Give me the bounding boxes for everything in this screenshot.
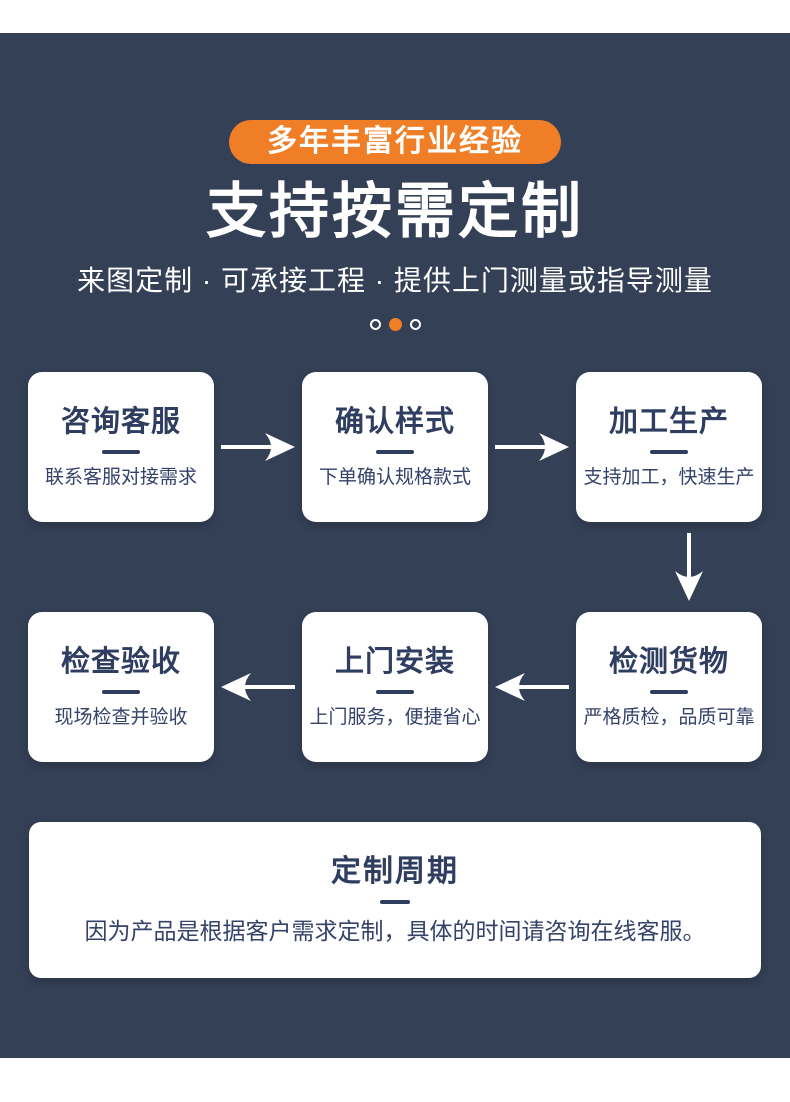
notice-title: 定制周期 [331, 855, 459, 888]
step-card-production: 加工生产 支持加工，快速生产 [576, 372, 762, 522]
step-title: 咨询客服 [60, 405, 181, 438]
step-desc: 现场检查并验收 [54, 706, 188, 728]
arrow-right-icon [221, 433, 295, 461]
step-title: 确认样式 [334, 405, 455, 438]
divider [376, 449, 414, 454]
divider [102, 689, 140, 694]
step-desc: 严格质检，品质可靠 [583, 706, 755, 728]
flow-row-bottom: 检查验收 现场检查并验收 上门安装 上门服务，便捷省心 检测货物 严格质检 [28, 612, 762, 762]
notice-body: 因为产品是根据客户需求定制，具体的时间请咨询在线客服。 [84, 918, 706, 944]
top-white-band [0, 0, 790, 33]
custom-cycle-notice-card: 定制周期 因为产品是根据客户需求定制，具体的时间请咨询在线客服。 [29, 822, 761, 978]
carousel-dot-1[interactable] [369, 318, 381, 330]
experience-badge: 多年丰富行业经验 [229, 120, 561, 164]
step-card-consult: 咨询客服 联系客服对接需求 [28, 372, 214, 522]
step-card-confirm-style: 确认样式 下单确认规格款式 [302, 372, 488, 522]
divider [376, 689, 414, 694]
arrow-left-icon [221, 673, 295, 701]
divider [650, 689, 688, 694]
bottom-white-band [0, 1058, 790, 1102]
page-title: 支持按需定制 [206, 178, 584, 245]
step-card-inspect-goods: 检测货物 严格质检，品质可靠 [576, 612, 762, 762]
step-card-acceptance: 检查验收 现场检查并验收 [28, 612, 214, 762]
arrow-right-icon [495, 433, 569, 461]
carousel-dots [0, 317, 790, 331]
step-title: 上门安装 [334, 645, 455, 678]
flow-connector-row [28, 522, 762, 612]
step-desc: 支持加工，快速生产 [583, 466, 755, 488]
flow-row-top: 咨询客服 联系客服对接需求 确认样式 下单确认规格款式 加工生产 支持加工 [28, 372, 762, 522]
step-title: 加工生产 [608, 405, 729, 438]
step-title: 检测货物 [608, 645, 729, 678]
divider [102, 449, 140, 454]
page-subtitle: 来图定制 · 可承接工程 · 提供上门测量或指导测量 [77, 265, 713, 296]
arrow-left-icon [495, 673, 569, 701]
customization-promo-panel: 多年丰富行业经验 支持按需定制 来图定制 · 可承接工程 · 提供上门测量或指导… [0, 33, 790, 1058]
step-title: 检查验收 [60, 645, 181, 678]
process-flow: 咨询客服 联系客服对接需求 确认样式 下单确认规格款式 加工生产 支持加工 [0, 372, 790, 978]
arrow-down-icon [675, 533, 703, 601]
step-card-install: 上门安装 上门服务，便捷省心 [302, 612, 488, 762]
carousel-dot-2-active[interactable] [388, 317, 402, 331]
divider [380, 900, 410, 904]
step-desc: 联系客服对接需求 [44, 466, 197, 488]
carousel-dot-3[interactable] [409, 318, 421, 330]
step-desc: 上门服务，便捷省心 [309, 706, 481, 728]
step-desc: 下单确认规格款式 [318, 466, 471, 488]
divider [650, 449, 688, 454]
